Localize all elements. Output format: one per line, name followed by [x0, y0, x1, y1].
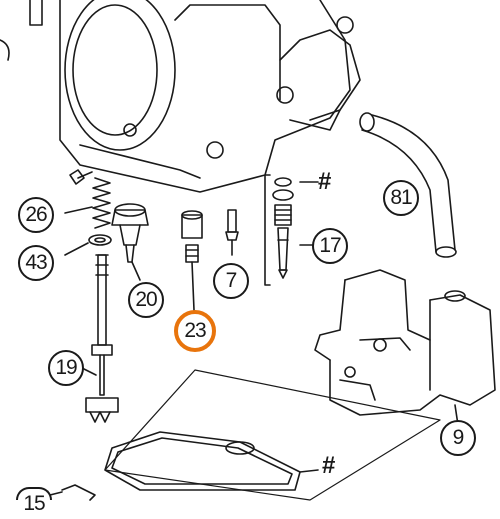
screw-7: [225, 209, 239, 256]
callout-17[interactable]: 17: [312, 228, 348, 264]
hash-mark-upper: #: [318, 168, 332, 195]
needle-19: [81, 254, 119, 423]
float-chamber-9: [314, 269, 496, 426]
screw-small: [69, 169, 93, 185]
hash-mark-lower: #: [322, 452, 336, 479]
part-15-partial: [49, 484, 96, 501]
callout-19[interactable]: 19: [48, 350, 84, 386]
gasket: [104, 369, 441, 501]
hose-81: [359, 112, 457, 258]
exploded-view-drawing: [0, 0, 496, 501]
callout-26[interactable]: 26: [18, 197, 54, 233]
valve-assembly-17: [264, 174, 323, 286]
callout-23-highlighted[interactable]: 23: [174, 310, 216, 352]
callout-9[interactable]: 9: [440, 420, 476, 456]
washer-43: [64, 234, 112, 256]
callout-20[interactable]: 20: [128, 282, 164, 318]
jet-23: [181, 210, 203, 311]
callout-43[interactable]: 43: [18, 245, 54, 281]
callout-7[interactable]: 7: [213, 263, 249, 299]
throttle-body: [0, 0, 361, 193]
callout-81[interactable]: 81: [383, 180, 419, 216]
callout-15[interactable]: 15: [16, 487, 52, 515]
jet-holder-20: [111, 203, 149, 281]
spring-26: [64, 177, 111, 229]
